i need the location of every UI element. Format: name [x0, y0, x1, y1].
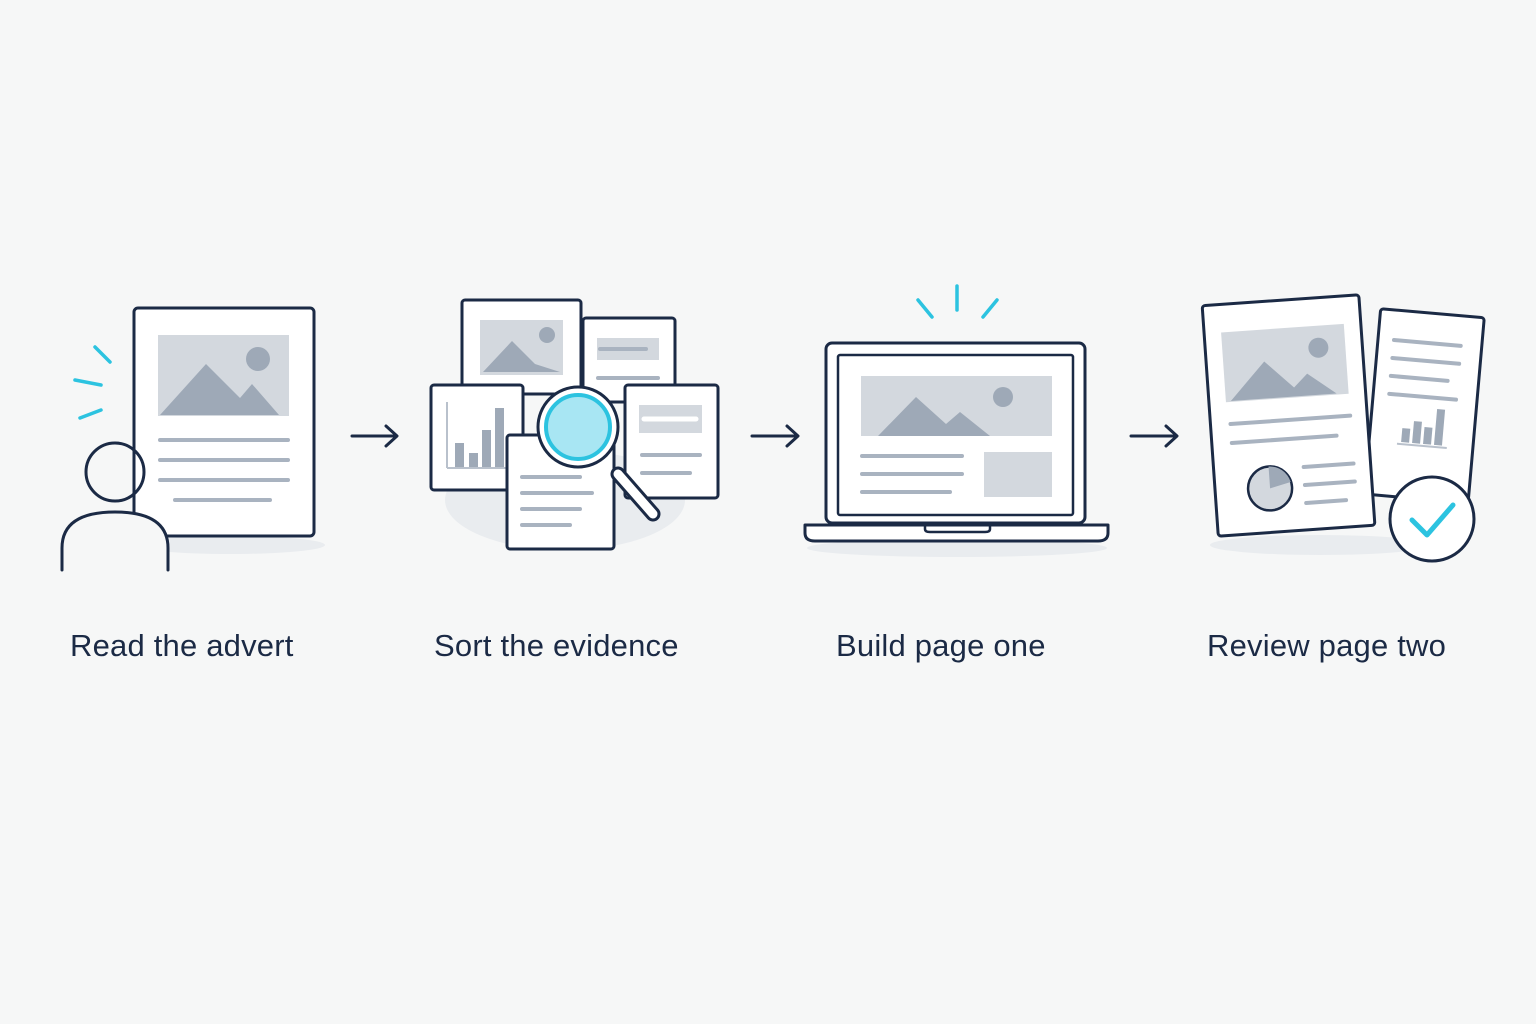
step-label-build-page-one: Build page one — [836, 628, 1046, 663]
documents-checkmark-icon — [1200, 293, 1486, 563]
step-label-review-page-two: Review page two — [1207, 628, 1447, 663]
documents-magnifier-icon — [429, 298, 720, 551]
step-label-sort-the-evidence: Sort the evidence — [434, 628, 679, 663]
arrow-right-icon — [750, 424, 800, 448]
person-with-advert-icon — [60, 306, 325, 572]
laptop-page-icon — [803, 284, 1110, 557]
arrow-right-icon — [1129, 424, 1179, 448]
step-label-read-the-advert: Read the advert — [70, 628, 294, 663]
arrow-right-icon — [350, 424, 399, 448]
